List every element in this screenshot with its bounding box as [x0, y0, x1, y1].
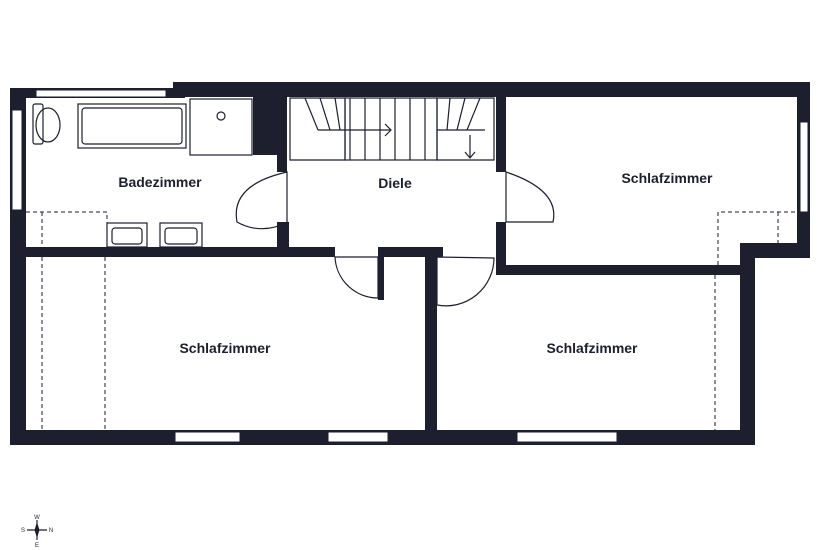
interior-walls — [10, 97, 741, 445]
shower — [189, 98, 253, 156]
window-sw-1 — [174, 431, 241, 443]
room-label-bedroom-east: Schlafzimmer — [621, 170, 713, 186]
compass-north-label: N — [49, 528, 53, 534]
door-bedroom-se — [436, 256, 495, 307]
window-se — [516, 431, 618, 443]
sink-2 — [159, 222, 203, 248]
door-bedroom-sw — [334, 256, 379, 299]
bathroom-fixtures — [26, 98, 253, 248]
room-labels: Badezimmer Diele Schlafzimmer Schlafzimm… — [118, 170, 713, 356]
door-bedroom-east — [505, 171, 555, 223]
room-label-bedroom-southeast: Schlafzimmer — [546, 340, 638, 356]
sloped-ceiling-lines — [41, 211, 797, 430]
toilet — [32, 103, 44, 145]
compass-east-label: E — [35, 543, 39, 549]
bathtub — [77, 103, 187, 149]
compass-west-label: W — [34, 515, 40, 521]
window-bath-west — [11, 109, 23, 211]
sink-1 — [106, 222, 148, 248]
room-label-bedroom-southwest: Schlafzimmer — [179, 340, 271, 356]
door-bath — [235, 171, 288, 230]
room-label-bathroom: Badezimmer — [118, 174, 202, 190]
doors — [235, 171, 555, 307]
window-bath-north — [35, 89, 167, 98]
compass-south-label: S — [21, 528, 25, 534]
staircase — [289, 97, 495, 161]
windows — [11, 89, 809, 443]
window-bedroom-east — [799, 121, 809, 213]
room-label-hall: Diele — [378, 175, 412, 191]
compass: W E S N — [21, 515, 53, 549]
compass-needle-icon — [34, 522, 40, 538]
window-sw-2 — [327, 431, 389, 443]
